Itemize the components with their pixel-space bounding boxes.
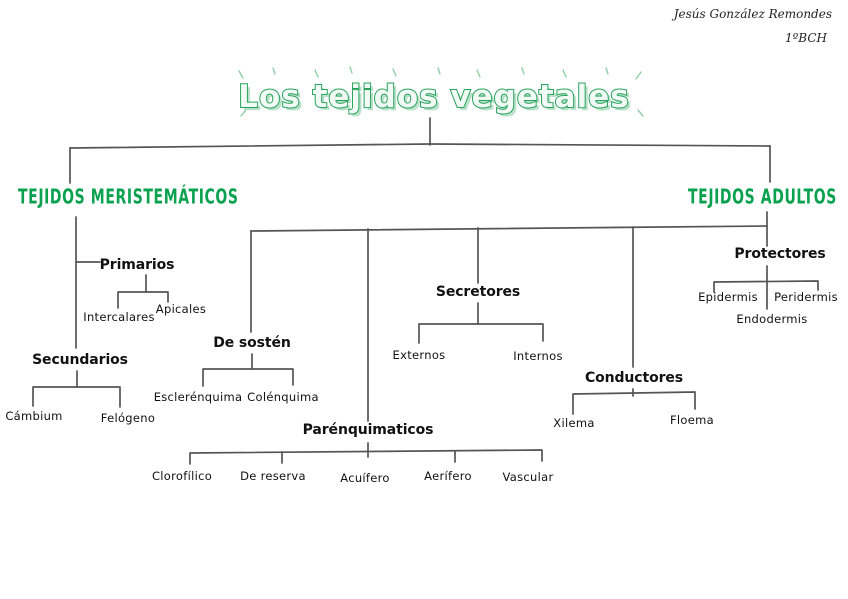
heading-tejidos-meristematicos: TEJIDOS MERISTEMÁTICOS bbox=[18, 186, 239, 210]
leaf-felogeno: Felógeno bbox=[100, 411, 156, 425]
course-label: 1ºBCH bbox=[785, 31, 827, 45]
heading-tejidos-adultos: TEJIDOS ADULTOS bbox=[688, 186, 837, 210]
node-de-sosten: De sostén bbox=[213, 335, 291, 351]
node-protectores: Protectores bbox=[734, 246, 826, 262]
connector-protectores-bracket bbox=[713, 280, 819, 293]
page-title-shadow: Los tejidos vegetales bbox=[241, 82, 632, 118]
title-sparkles-decoration bbox=[238, 66, 644, 117]
leaf-colenquima: Colénquima bbox=[247, 390, 319, 404]
connector-secundarios-bracket bbox=[32, 386, 121, 408]
leaf-internos: Internos bbox=[513, 349, 563, 363]
leaf-externos: Externos bbox=[392, 348, 446, 362]
leaf-apicales: Apicales bbox=[155, 302, 207, 316]
leaf-de-reserva: De reserva bbox=[240, 469, 306, 483]
connector-adultos-horizontal bbox=[250, 225, 768, 232]
leaf-floema: Floema bbox=[670, 413, 714, 427]
leaf-xilema: Xilema bbox=[553, 416, 595, 430]
leaf-intercalares: Intercalares bbox=[83, 310, 155, 324]
connector-parenquimaticos-bracket bbox=[189, 449, 543, 465]
node-conductores: Conductores bbox=[584, 370, 684, 386]
leaf-cambium: Cámbium bbox=[5, 409, 63, 423]
leaf-epidermis: Epidermis bbox=[698, 290, 758, 304]
connector-de-sosten-bracket bbox=[202, 368, 294, 387]
author-signature: Jesús González Remondes bbox=[673, 7, 832, 21]
connector-conductores-bracket bbox=[572, 391, 696, 415]
leaf-peridermis: Peridermis bbox=[774, 290, 838, 304]
connector-root-horizontal bbox=[69, 143, 771, 149]
page-title-text: Los tejidos vegetales bbox=[238, 79, 629, 115]
leaf-endodermis: Endodermis bbox=[736, 312, 808, 326]
page-title: Los tejidos vegetales Los tejidos vegeta… bbox=[237, 78, 632, 118]
node-parenquimaticos: Parénquimaticos bbox=[302, 422, 434, 438]
node-primarios: Primarios bbox=[99, 257, 175, 273]
connector-secretores-bracket bbox=[418, 323, 544, 344]
leaf-vascular: Vascular bbox=[502, 470, 554, 484]
leaf-acuifero: Acuífero bbox=[340, 471, 390, 485]
leaf-clorofilico: Clorofílico bbox=[151, 469, 213, 483]
connector-primarios-bracket bbox=[117, 291, 169, 309]
node-secretores: Secretores bbox=[435, 284, 521, 300]
leaf-aerifero: Aerífero bbox=[424, 469, 472, 483]
node-secundarios: Secundarios bbox=[32, 352, 128, 368]
leaf-esclerenquima: Esclerénquima bbox=[153, 390, 243, 404]
